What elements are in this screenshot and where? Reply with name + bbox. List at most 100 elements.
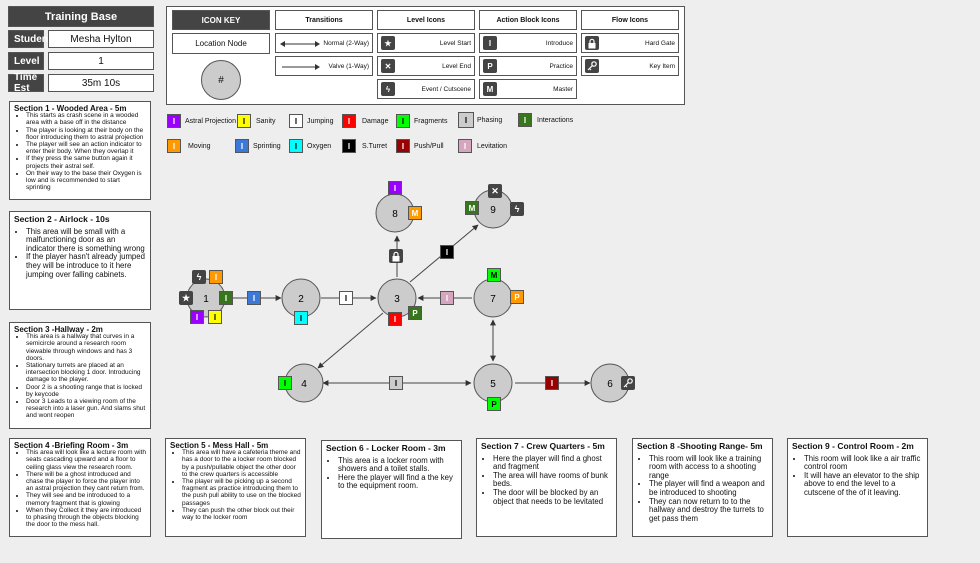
location-node-symbol: # bbox=[218, 74, 224, 86]
time-est-value: 35m 10s bbox=[48, 74, 154, 92]
lock-icon bbox=[585, 36, 599, 50]
level-end-row: ✕ Level End bbox=[377, 56, 475, 76]
location-node-label: Location Node bbox=[172, 33, 270, 54]
time-est-label: Time Est bbox=[8, 72, 44, 94]
section-7-title: Section 7 - Crew Quarters - 5m bbox=[481, 441, 605, 451]
section-7-bullet: The door will be blocked by an object th… bbox=[493, 488, 612, 506]
practice-row: P Practice bbox=[479, 56, 577, 76]
node-7-label: 7 bbox=[490, 294, 496, 305]
badge-sanity: I bbox=[208, 310, 222, 324]
section-card-5: Section 5 - Mess Hall - 5m This area wil… bbox=[165, 438, 306, 537]
legend-label-interactions: Interactions bbox=[537, 117, 574, 124]
section-card-7: Section 7 - Crew Quarters - 5m Here the … bbox=[476, 438, 617, 537]
legend-label-push-pull: Push/Pull bbox=[414, 143, 444, 150]
badge-levitation: I bbox=[440, 291, 454, 305]
legend-label-s-turret: S.Turret bbox=[362, 143, 388, 150]
practice-icon: P bbox=[483, 59, 497, 73]
badge-practice-moving: P bbox=[510, 290, 524, 304]
event-label: Event / Cutscene bbox=[421, 86, 472, 93]
legend-swatch-interactions: I bbox=[518, 113, 532, 127]
level-value: 1 bbox=[48, 52, 154, 70]
section-3-bullet: Door 2 is a shooting range that is locke… bbox=[26, 384, 146, 398]
node-9-label: 9 bbox=[490, 205, 496, 216]
section-9-title: Section 9 - Control Room - 2m bbox=[792, 441, 914, 451]
section-card-8: Section 8 -Shooting Range- 5m This room … bbox=[632, 438, 773, 537]
badge-s-turret: I bbox=[440, 245, 454, 259]
master-icon: M bbox=[483, 82, 497, 96]
section-1-bullet: The player will see an action indicator … bbox=[26, 141, 146, 155]
page-title: Training Base bbox=[8, 6, 154, 27]
edge-3-4 bbox=[317, 312, 384, 369]
cutscene-icon: ϟ bbox=[510, 202, 524, 216]
legend-label-jumping: Jumping bbox=[307, 118, 334, 125]
section-3-bullet: Door 3 Leads to a viewing room of the re… bbox=[26, 398, 146, 420]
star-icon: ★ bbox=[381, 36, 395, 50]
section-3-bullet: Stationary turrets are placed at an inte… bbox=[26, 362, 146, 384]
hard-gate-row: Hard Gate bbox=[581, 33, 679, 53]
level-start-label: Level Start bbox=[439, 40, 471, 47]
legend-label-damage: Damage bbox=[362, 118, 389, 125]
location-node-sample: # bbox=[201, 60, 241, 100]
legend-label-sprinting: Sprinting bbox=[253, 143, 281, 150]
section-card-2: Section 2 - Airlock - 10s This area will… bbox=[9, 211, 151, 310]
hard-gate-icon bbox=[389, 249, 403, 263]
node-7: 7 bbox=[473, 278, 513, 318]
section-4-bullet: This area will look like a lecture room … bbox=[26, 449, 146, 471]
section-8-bullet: They can now return to to the hallway an… bbox=[649, 497, 768, 524]
master-row: M Master bbox=[479, 79, 577, 99]
badge-practice-interactions: P bbox=[408, 306, 422, 320]
event-row: ϟ Event / Cutscene bbox=[377, 79, 475, 99]
section-card-1: Section 1 - Wooded Area - 5m This starts… bbox=[9, 101, 151, 200]
master-label: Master bbox=[553, 86, 573, 93]
section-5-bullet: The player will be picking up a second f… bbox=[182, 478, 301, 507]
badge-fragments: I bbox=[278, 376, 292, 390]
node-2-label: 2 bbox=[298, 294, 304, 305]
section-3-bullet: This area is a hallway that curves in a … bbox=[26, 333, 146, 362]
legend-swatch-astral-projection: I bbox=[167, 114, 181, 128]
level-start-icon: ★ bbox=[179, 291, 193, 305]
node-6-label: 6 bbox=[607, 379, 613, 390]
action-icons-header: Action Block Icons bbox=[479, 10, 577, 30]
section-7-bullet: The area will have rooms of bunk beds. bbox=[493, 471, 612, 489]
transition-valve-label: Valve (1-Way) bbox=[328, 63, 369, 70]
x-icon: ✕ bbox=[381, 59, 395, 73]
badge-astral-projection-8: I bbox=[388, 181, 402, 195]
badge-moving: I bbox=[209, 270, 223, 284]
level-end-icon: ✕ bbox=[488, 184, 502, 198]
badge-push-pull: I bbox=[545, 376, 559, 390]
node-5-label: 5 bbox=[490, 379, 496, 390]
section-8-bullet: The player will find a weapon and be int… bbox=[649, 480, 768, 497]
legend-swatch-sanity: I bbox=[237, 114, 251, 128]
section-6-bullet: This area is a locker room with showers … bbox=[338, 456, 457, 474]
student-value: Mesha Hylton bbox=[48, 30, 154, 48]
legend-swatch-damage: I bbox=[342, 114, 356, 128]
badge-master-interactions: M bbox=[465, 201, 479, 215]
section-2-bullet: This area will be small with a malfuncti… bbox=[26, 227, 146, 254]
one-way-arrow-icon bbox=[282, 64, 320, 70]
legend-swatch-push-pull: I bbox=[396, 139, 410, 153]
badge-practice-fragments: P bbox=[487, 397, 501, 411]
legend-label-astral-projection: Astral Projection bbox=[185, 118, 236, 125]
level-start-row: ★ Level Start bbox=[377, 33, 475, 53]
legend-label-moving: Moving bbox=[188, 143, 211, 150]
legend-swatch-levitation: I bbox=[458, 139, 472, 153]
section-1-bullet: The player is looking at their body on t… bbox=[26, 127, 146, 141]
section-5-bullet: They can push the other block out their … bbox=[182, 507, 301, 521]
section-4-bullet: There will be a ghost introduced and cha… bbox=[26, 471, 146, 493]
badge-master-moving: M bbox=[408, 206, 422, 220]
legend-label-fragments: Fragments bbox=[414, 118, 448, 125]
section-5-title: Section 5 - Mess Hall - 5m bbox=[170, 441, 269, 450]
section-5-bullet: This area will have a cafeteria theme an… bbox=[182, 449, 301, 478]
node-3-label: 3 bbox=[394, 294, 400, 305]
section-1-bullet: On their way to the base their Oxygen is… bbox=[26, 170, 146, 192]
node-3: 3 bbox=[377, 278, 417, 318]
key-item-row: Key Item bbox=[581, 56, 679, 76]
badge-phasing: I bbox=[389, 376, 403, 390]
practice-label: Practice bbox=[549, 63, 573, 70]
transitions-header: Transitions bbox=[275, 10, 373, 30]
node-4-label: 4 bbox=[301, 379, 307, 390]
section-2-title: Section 2 - Airlock - 10s bbox=[14, 214, 110, 224]
event-icon: ϟ bbox=[192, 270, 206, 284]
level-icons-header: Level Icons bbox=[377, 10, 475, 30]
transition-valve-row: Valve (1-Way) bbox=[275, 56, 373, 76]
